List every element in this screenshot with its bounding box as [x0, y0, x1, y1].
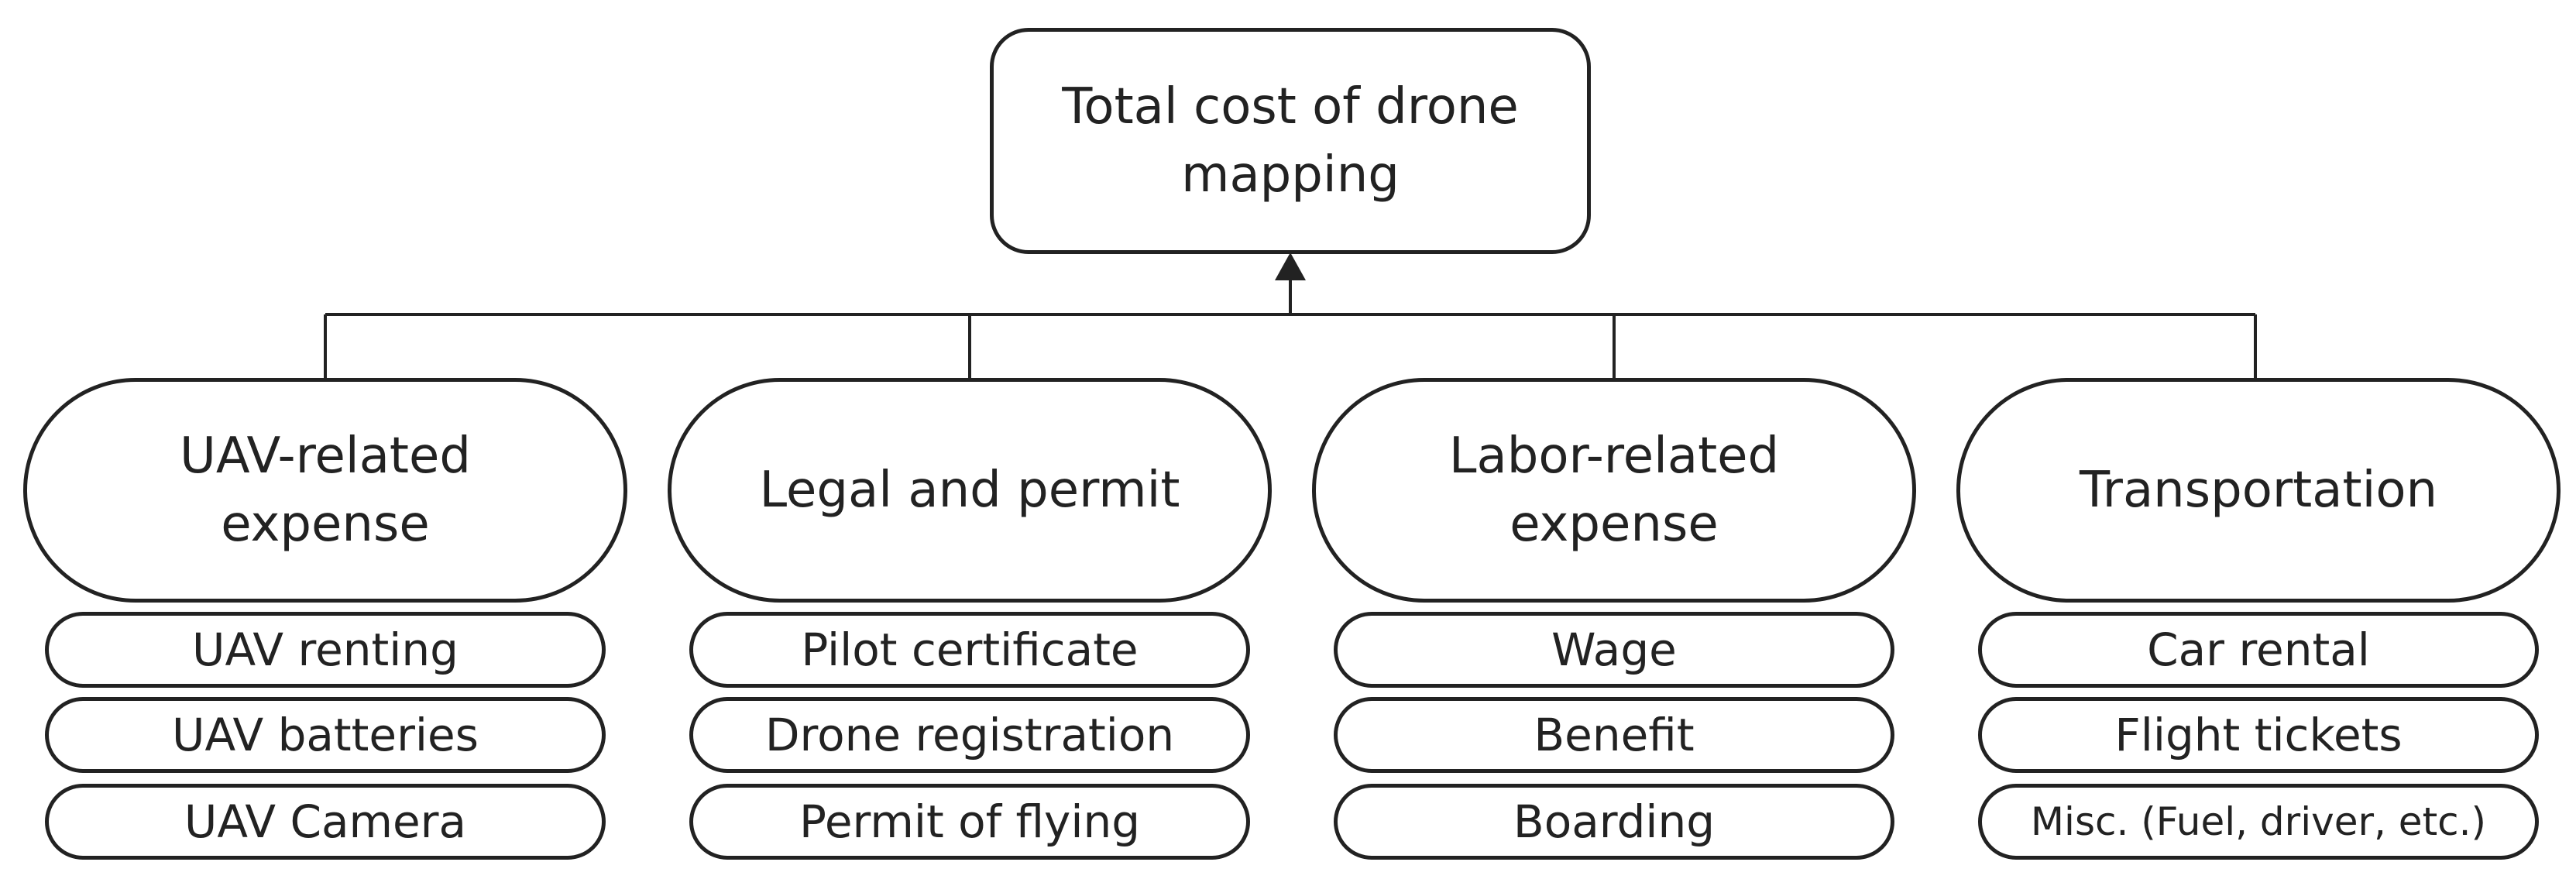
item-uav-batteries: UAV batteries: [45, 697, 606, 773]
item-boarding: Boarding: [1334, 784, 1894, 860]
item-label: Boarding: [1513, 795, 1716, 848]
item-label: UAV batteries: [172, 709, 479, 761]
item-label: Permit of flying: [799, 795, 1141, 848]
arrow-up-icon: [1275, 252, 1306, 280]
item-misc: Misc. (Fuel, driver, etc.): [1978, 784, 2539, 860]
category-transportation: Transportation: [1956, 378, 2561, 603]
category-uav-related-expense: UAV-related expense: [23, 378, 627, 603]
item-label: Misc. (Fuel, driver, etc.): [2030, 799, 2487, 844]
item-uav-renting: UAV renting: [45, 612, 606, 688]
item-label: Benefit: [1534, 709, 1695, 761]
item-permit-of-flying: Permit of flying: [689, 784, 1250, 860]
item-flight-tickets: Flight tickets: [1978, 697, 2539, 773]
item-label: UAV renting: [192, 623, 459, 676]
item-pilot-certificate: Pilot certificate: [689, 612, 1250, 688]
root-node: Total cost of drone mapping: [990, 28, 1591, 254]
item-benefit: Benefit: [1334, 697, 1894, 773]
category-labor-related-expense: Labor-related expense: [1312, 378, 1916, 603]
item-label: Drone registration: [764, 709, 1175, 761]
item-drone-registration: Drone registration: [689, 697, 1250, 773]
category-label: Labor-related expense: [1448, 428, 1780, 553]
root-node-label: Total cost of drone mapping: [1062, 78, 1519, 204]
item-label: UAV Camera: [184, 795, 467, 848]
item-label: Wage: [1551, 623, 1677, 676]
item-label: Flight tickets: [2114, 709, 2403, 761]
item-label: Pilot certificate: [801, 623, 1139, 676]
item-label: Car rental: [2147, 623, 2370, 676]
category-legal-and-permit: Legal and permit: [668, 378, 1272, 603]
item-wage: Wage: [1334, 612, 1894, 688]
category-label: Transportation: [2079, 462, 2438, 519]
item-uav-camera: UAV Camera: [45, 784, 606, 860]
category-label: UAV-related expense: [179, 428, 472, 553]
category-label: Legal and permit: [759, 462, 1180, 519]
item-car-rental: Car rental: [1978, 612, 2539, 688]
